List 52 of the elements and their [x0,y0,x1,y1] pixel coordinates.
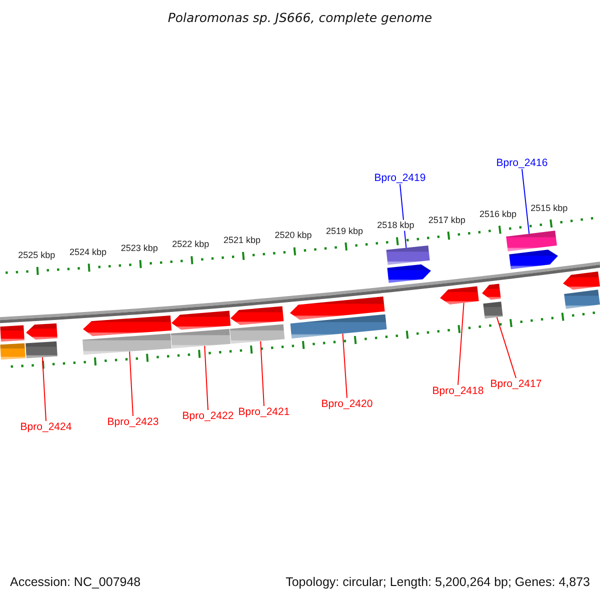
gene-feature [83,316,172,336]
leader-line [129,351,134,416]
scale-label: 2520 kbp [274,230,312,241]
scale-label: 2517 kbp [428,214,466,225]
feature-bar [386,245,430,265]
leader-line [496,316,516,378]
scale-label: 2522 kbp [172,239,210,250]
leader-line [522,168,530,234]
scale-label: 2524 kbp [69,246,106,257]
gene-feature [509,250,558,270]
scale-label: 2521 kbp [223,234,260,246]
scale-label: 2523 kbp [120,242,158,254]
leader-line [204,345,208,410]
feature-bar [26,341,58,358]
gene-label: Bpro_2417 [490,378,542,390]
gene-feature [440,286,479,304]
accession-label: Accession: NC_007948 [10,574,141,590]
gene-label: Bpro_2422 [182,410,234,422]
feature-bar [0,325,24,342]
map-title: Polaromonas sp. JS666, complete genome [168,10,432,26]
scale-label: 2518 kbp [377,220,414,230]
scale-label: 2515 kbp [530,202,568,213]
gene-label: Bpro_2423 [107,416,159,428]
gene-feature [563,271,600,290]
genome-stats-label: Topology: circular; Length: 5,200,264 bp; Genes: 4,873 [286,574,590,590]
gene-label: Bpro_2418 [432,384,484,398]
feature-bar [564,290,600,309]
gene-label: Bpro_2416 [496,156,548,170]
leader-line [260,340,264,406]
feature-bar [170,328,231,348]
feature-bar [506,230,557,252]
gene-feature [230,306,284,325]
gene-feature [482,284,501,300]
feature-bar [483,302,503,319]
leader-line [342,333,348,398]
gene-feature [26,323,58,340]
scale-label: 2525 kbp [18,250,56,260]
gene-label: Bpro_2420 [321,398,373,410]
gene-label: Bpro_2419 [374,172,426,184]
feature-bar [230,324,285,344]
gene-feature [172,310,231,330]
feature-bar [82,334,172,355]
feature-bar [290,314,387,338]
gene-label: Bpro_2421 [238,406,290,418]
gene-feature [290,296,385,320]
gene-feature [387,264,431,283]
gene-label: Bpro_2424 [20,420,72,434]
scale-label: 2519 kbp [326,225,363,236]
feature-bar [0,343,26,360]
leader-line [458,302,464,386]
leader-line [42,356,46,422]
scale-label: 2516 kbp [480,208,517,220]
